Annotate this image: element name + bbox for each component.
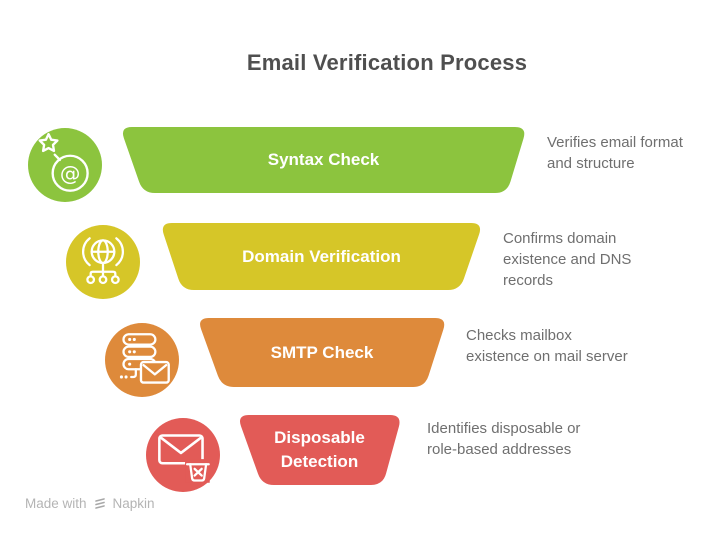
napkin-logo-icon	[94, 497, 105, 509]
watermark-brand: Napkin	[112, 496, 155, 511]
stage-description: Confirms domain existence and DNS record…	[503, 230, 632, 289]
funnel-stage-shape	[200, 318, 445, 387]
stage-description: Checks mailbox existence on mail server	[466, 327, 628, 365]
globe-network-icon	[66, 225, 140, 299]
made-with-napkin-watermark: Made with Napkin	[25, 496, 155, 511]
email-bomb-icon: @	[28, 128, 102, 202]
server-mail-icon	[105, 323, 179, 397]
stage-description: Verifies email format and structure	[547, 134, 683, 172]
diagram-title: Email Verification Process	[246, 50, 528, 75]
funnel-stage-shape	[122, 127, 525, 193]
stage-description: Identifies disposable or role-based addr…	[427, 420, 581, 458]
funnel-stage-shape	[162, 223, 481, 290]
svg-text:@: @	[60, 161, 81, 185]
watermark-prefix: Made with	[25, 496, 87, 511]
envelope-trash-icon	[146, 418, 220, 492]
funnel-stage-shape	[240, 415, 400, 485]
